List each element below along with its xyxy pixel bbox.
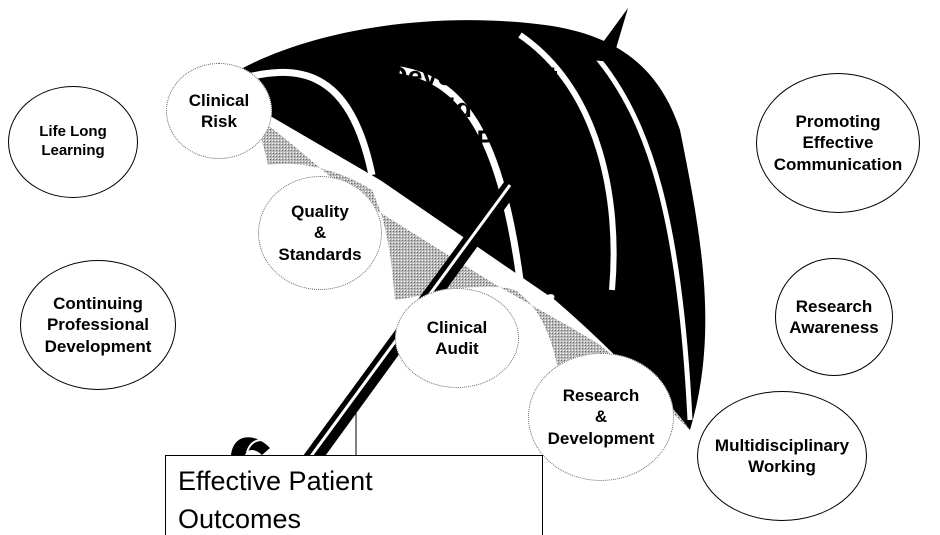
bubble-label: Research & Development xyxy=(547,386,655,448)
bubble-research-development: Research & Development xyxy=(528,353,674,481)
bubble-label: Continuing Professional Development xyxy=(44,294,152,356)
bubble-label: Promoting Effective Communication xyxy=(773,112,903,174)
bubble-continuing-professional-development: Continuing Professional Development xyxy=(20,260,176,390)
bubble-quality-standards: Quality & Standards xyxy=(258,176,382,290)
bubble-multidisciplinary-working: Multidisciplinary Working xyxy=(697,391,867,521)
bubble-clinical-risk: Clinical Risk xyxy=(166,63,272,159)
bubble-clinical-audit: Clinical Audit xyxy=(395,288,519,388)
bubble-research-awareness: Research Awareness xyxy=(775,258,893,376)
bubble-label: Life Long Learning xyxy=(39,123,107,159)
umbrella-rib-2 xyxy=(399,66,524,281)
umbrella-rib-4 xyxy=(593,53,693,421)
outcomes-label: Effective Patient Outcomes xyxy=(178,466,373,534)
bubble-label: Research Awareness xyxy=(789,296,879,337)
bubble-label: Multidisciplinary Working xyxy=(714,435,850,476)
bubble-label: Clinical Risk xyxy=(188,90,250,131)
umbrella-tip xyxy=(590,8,628,62)
bubble-label: Quality & Standards xyxy=(278,202,362,264)
bubble-promoting-effective-communication: Promoting Effective Communication xyxy=(756,73,920,213)
bubble-label: Clinical Audit xyxy=(426,317,488,358)
diagram-title: Practice Development & Evidence- Based P… xyxy=(388,29,582,155)
umbrella-lining xyxy=(222,80,690,430)
outcomes-box: Effective Patient Outcomes xyxy=(165,455,543,535)
umbrella-canopy xyxy=(222,20,706,431)
bubble-life-long-learning: Life Long Learning xyxy=(8,86,138,198)
umbrella-rib-3 xyxy=(518,32,617,291)
umbrella-rib-tip xyxy=(541,294,555,304)
